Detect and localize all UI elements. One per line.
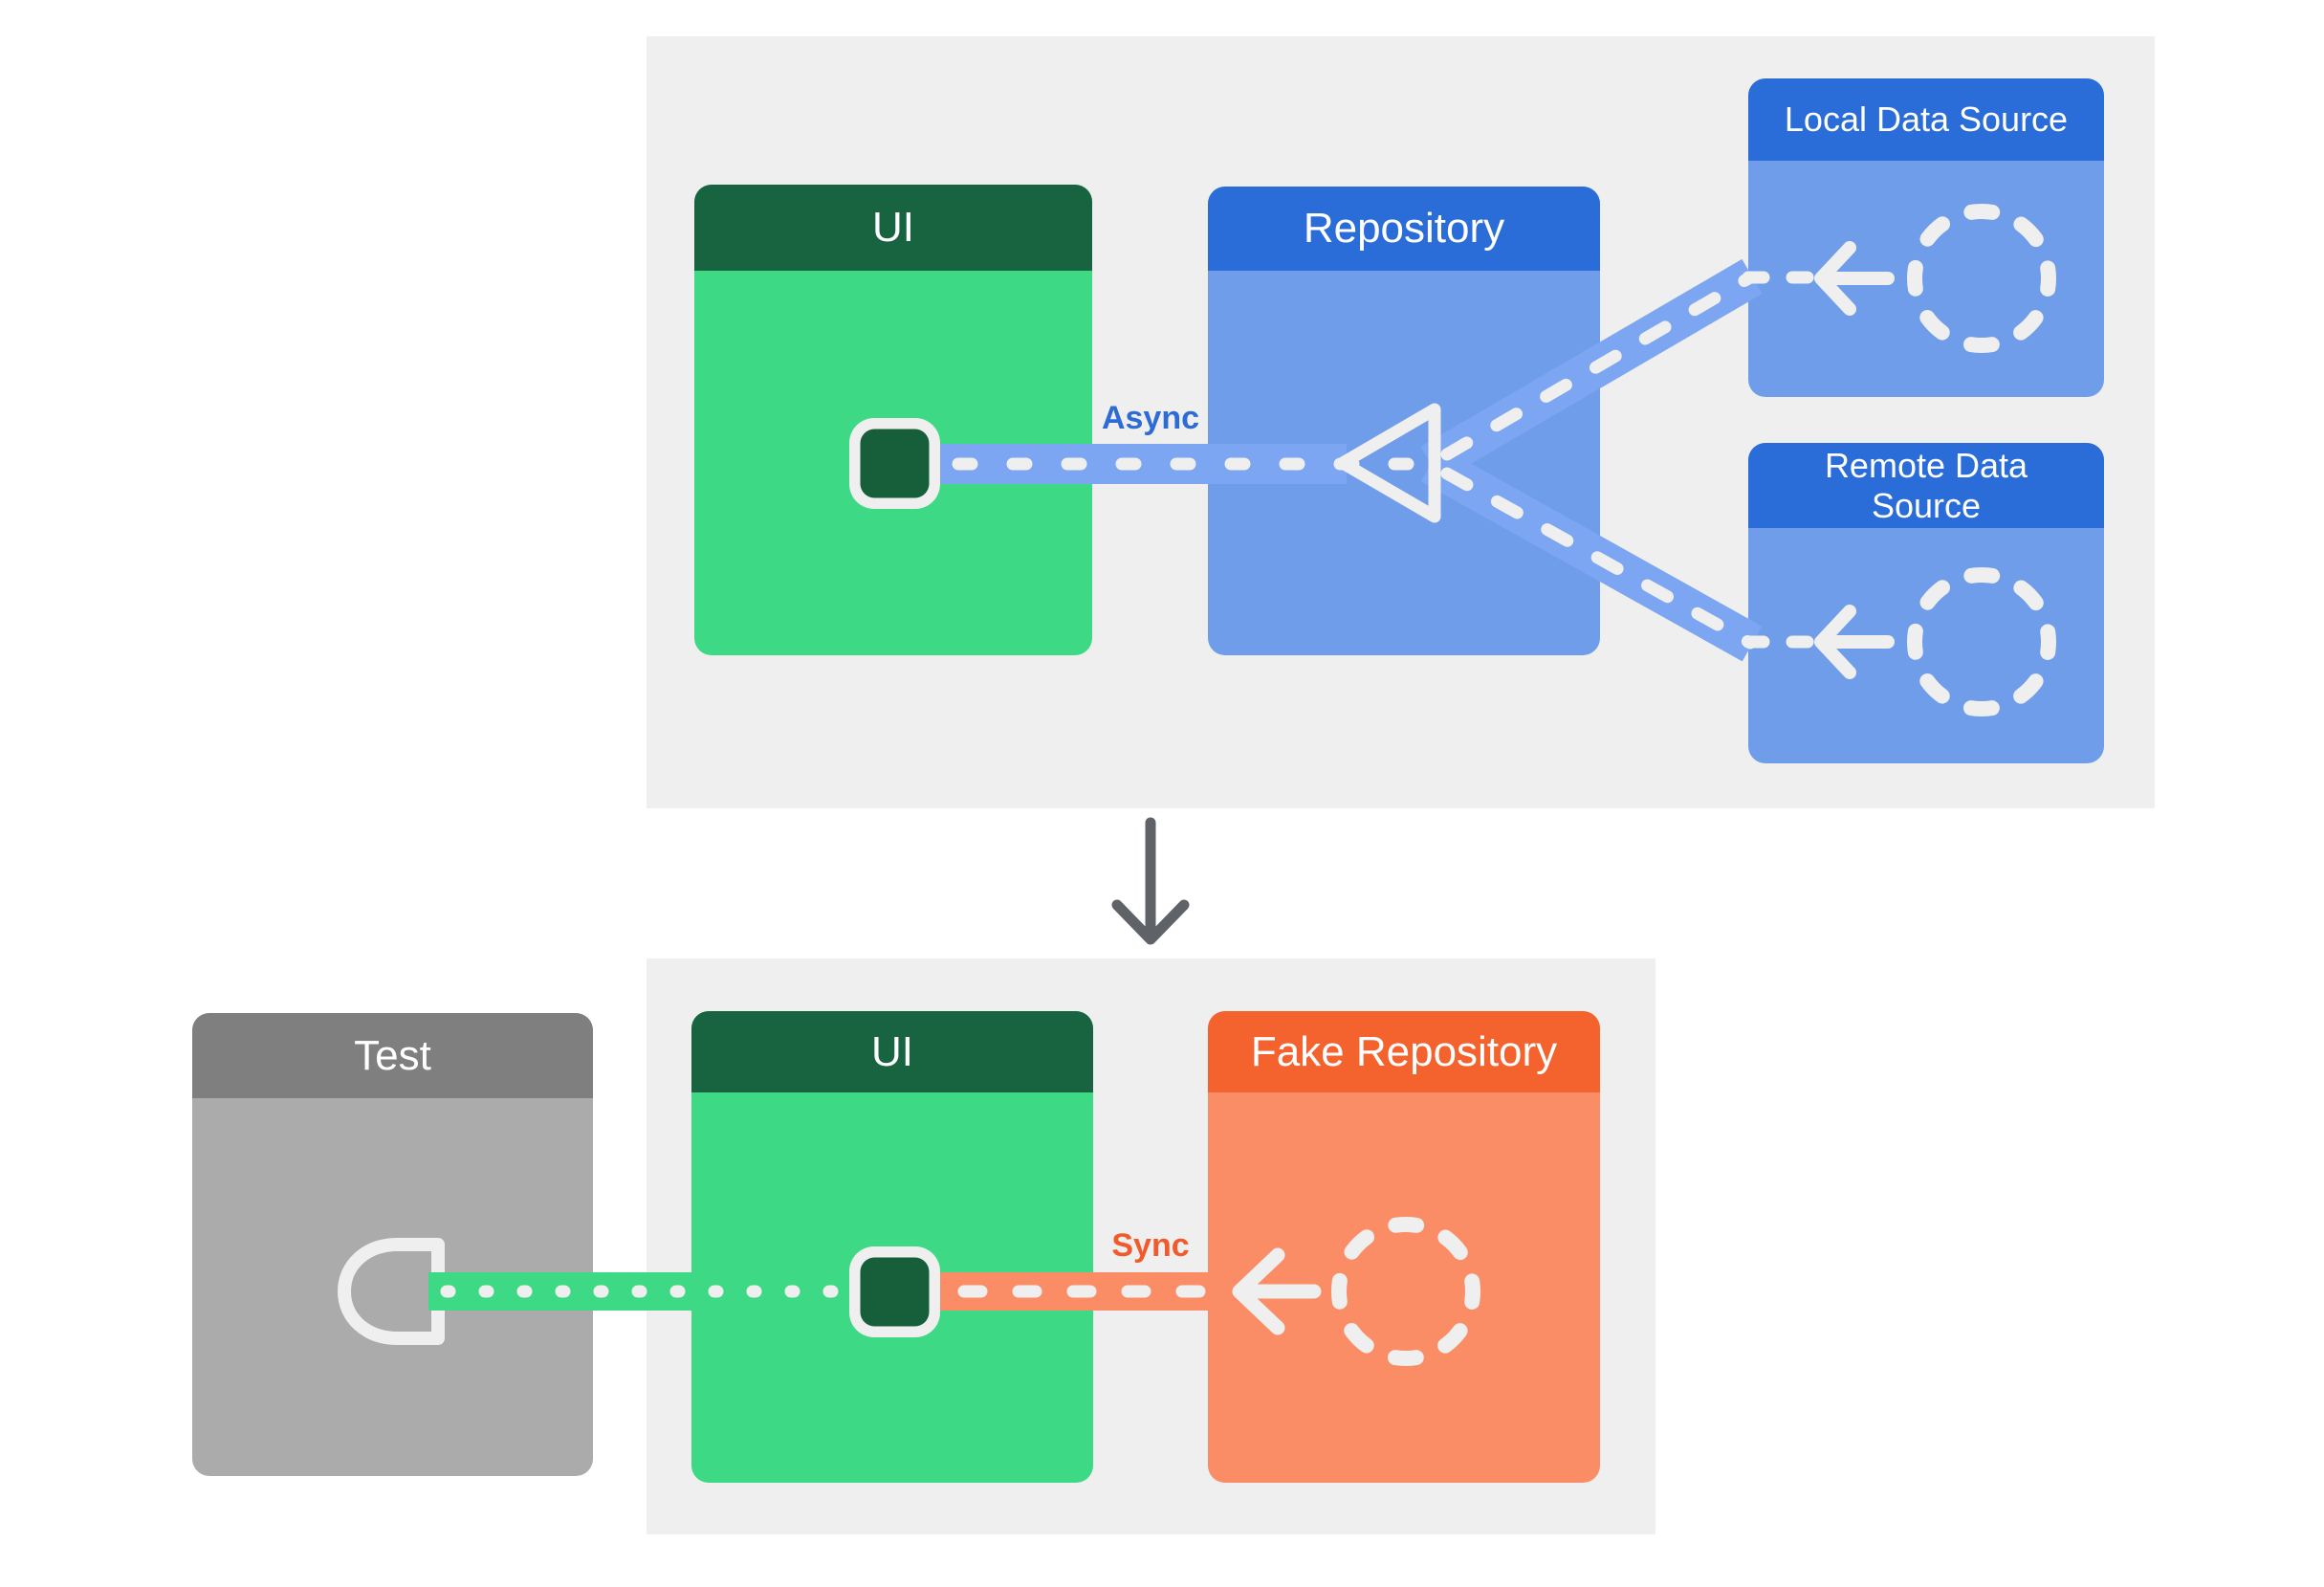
repository-box: Repository (1208, 187, 1600, 655)
repository-box-title: Repository (1208, 187, 1600, 271)
test-box-title: Test (192, 1013, 593, 1098)
ui-box-top-title: UI (694, 185, 1092, 271)
async-edge-label: Async (1101, 400, 1200, 436)
flow-down-arrow-icon (1111, 817, 1190, 945)
test-box: Test (192, 1013, 593, 1476)
fake-repository-box: Fake Repository (1208, 1011, 1600, 1483)
fake-repository-title: Fake Repository (1208, 1011, 1600, 1092)
ui-box-bottom-title: UI (691, 1011, 1093, 1092)
ui-box-top: UI (694, 185, 1092, 655)
ui-box-bottom: UI (691, 1011, 1093, 1483)
remote-data-source-box: Remote Data Source (1748, 443, 2104, 763)
local-data-source-box: Local Data Source (1748, 78, 2104, 397)
sync-edge-label: Sync (1111, 1227, 1190, 1264)
local-data-source-title: Local Data Source (1748, 78, 2104, 161)
remote-data-source-title: Remote Data Source (1748, 443, 2104, 528)
